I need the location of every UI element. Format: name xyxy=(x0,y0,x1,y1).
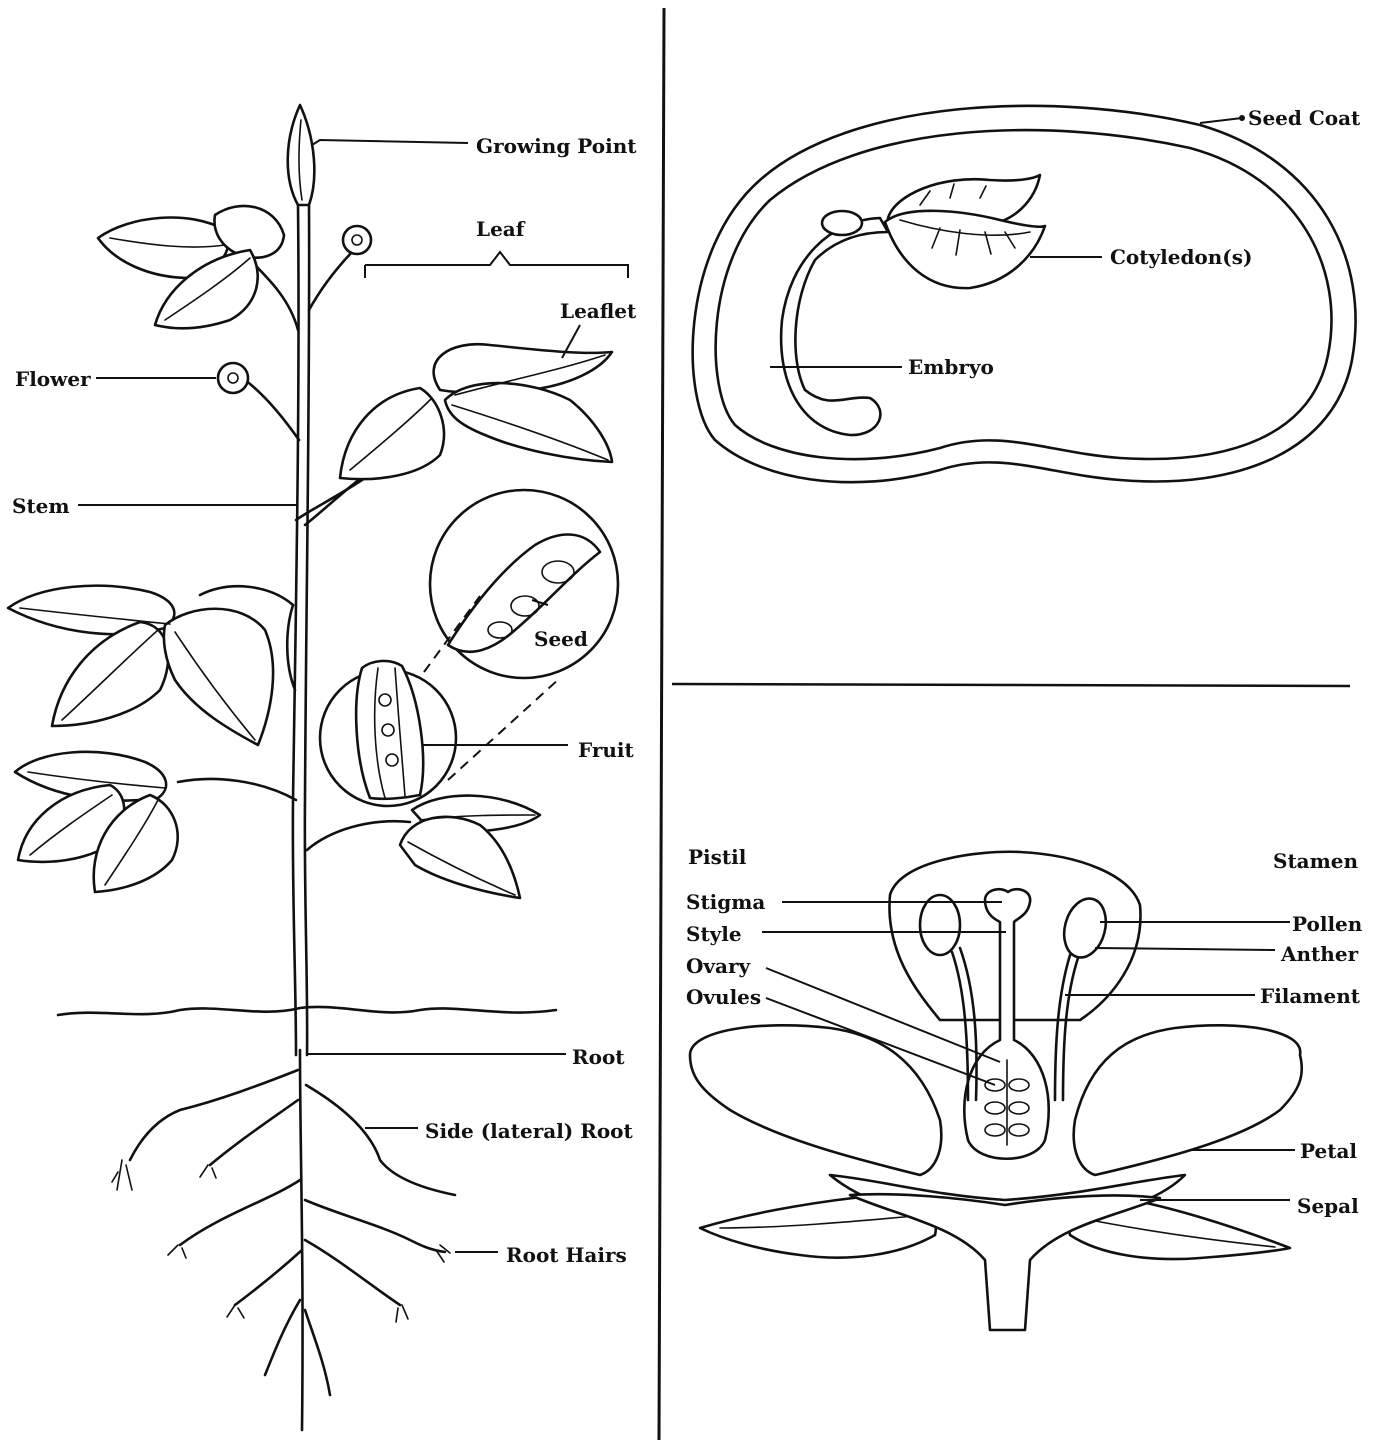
label-pollen: Pollen xyxy=(1292,912,1363,936)
label-leaflet: Leaflet xyxy=(560,299,637,323)
label-root: Root xyxy=(572,1045,625,1069)
top-leaf-cluster xyxy=(98,206,284,328)
label-ovules: Ovules xyxy=(686,985,761,1009)
plant-illustration: Growing Point Leaf Leaflet Flower Stem S… xyxy=(8,105,637,1430)
label-leaf: Leaf xyxy=(476,217,526,241)
flower-illustration: Pistil Stamen Stigma Style Ovary Ovules … xyxy=(686,845,1363,1330)
main-stem xyxy=(293,205,309,1055)
flower-side xyxy=(218,363,248,393)
label-embryo: Embryo xyxy=(908,355,994,379)
right-leaf-group xyxy=(307,796,540,898)
left-leaf-group-1 xyxy=(8,586,295,745)
label-stamen: Stamen xyxy=(1273,849,1359,873)
flower-top xyxy=(343,226,371,254)
label-style: Style xyxy=(686,922,742,946)
label-petal: Petal xyxy=(1300,1139,1357,1163)
embryo-shape xyxy=(781,218,888,435)
label-fruit: Fruit xyxy=(578,738,635,762)
label-pistil: Pistil xyxy=(688,845,747,869)
label-cotyledon: Cotyledon(s) xyxy=(1110,245,1253,269)
leaflet-group xyxy=(340,344,612,479)
label-anther: Anther xyxy=(1280,942,1359,966)
label-seed: Seed xyxy=(534,627,588,651)
cotyledon-shape xyxy=(885,175,1045,288)
label-root-hairs: Root Hairs xyxy=(506,1243,627,1267)
seed-illustration: Seed Coat Cotyledon(s) Embryo xyxy=(693,106,1361,482)
label-growing-point: Growing Point xyxy=(476,134,637,158)
left-petal xyxy=(690,1025,941,1175)
label-filament: Filament xyxy=(1260,984,1361,1008)
root-system xyxy=(112,1050,455,1430)
fruit-detail xyxy=(320,661,456,806)
left-leaf-group-2 xyxy=(15,752,296,892)
label-flower: Flower xyxy=(15,367,91,391)
label-ovary: Ovary xyxy=(686,954,752,978)
label-seed-coat: Seed Coat xyxy=(1248,106,1361,130)
right-petal xyxy=(1074,1025,1302,1175)
label-stigma: Stigma xyxy=(686,890,765,914)
label-side-root: Side (lateral) Root xyxy=(425,1119,634,1143)
label-stem: Stem xyxy=(12,494,70,518)
label-sepal: Sepal xyxy=(1297,1194,1359,1218)
